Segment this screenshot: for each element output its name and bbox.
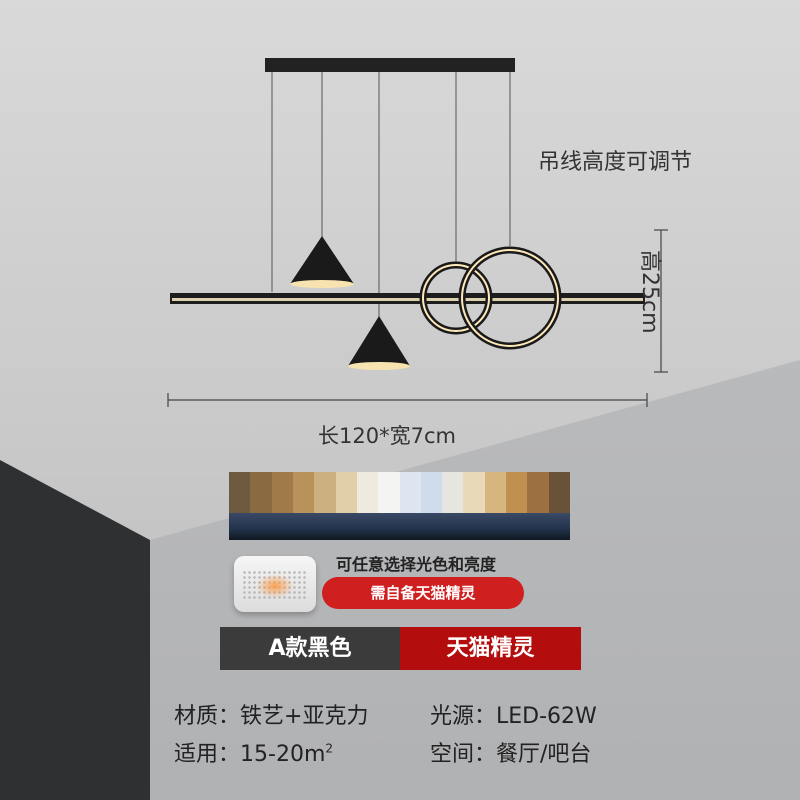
spec-area-label: 适用： xyxy=(174,742,241,767)
spectrum-swatch xyxy=(442,472,464,513)
spectrum-swatch xyxy=(229,472,251,513)
dark-wall-left xyxy=(0,460,150,800)
height-dimension-label: 高25cm xyxy=(637,250,662,334)
size-dimension-label: 长120*宽7cm xyxy=(318,424,456,448)
requirement-badge: 需自备天猫精灵 xyxy=(322,577,524,609)
spectrum-swatch xyxy=(548,472,570,513)
option-tab-tmall-genie[interactable]: 天猫精灵 xyxy=(400,627,581,670)
spectrum-swatch xyxy=(271,472,293,513)
spectrum-swatch xyxy=(314,472,336,513)
spectrum-swatch xyxy=(292,472,315,513)
color-spectrum-image xyxy=(229,472,570,540)
speaker-glow xyxy=(256,574,294,598)
spec-area-value: 15-20m xyxy=(240,742,326,767)
spectrum-swatch xyxy=(356,472,379,513)
height-adjustable-note: 吊线高度可调节 xyxy=(538,150,693,175)
ceiling-canopy xyxy=(265,58,515,72)
ring-light-icon xyxy=(458,246,562,350)
spectrum-swatch xyxy=(378,472,400,513)
smart-speaker-icon xyxy=(234,556,316,612)
light-select-caption: 可任意选择光色和亮度 xyxy=(336,555,497,574)
spectrum-swatch xyxy=(399,472,421,513)
spectrum-swatch xyxy=(250,472,272,513)
spec-material-value: 铁艺+亚克力 xyxy=(240,704,369,729)
color-temperature-strip xyxy=(229,472,570,513)
spec-material-label: 材质： xyxy=(174,704,241,729)
spectrum-swatch xyxy=(420,472,443,513)
spectrum-swatch xyxy=(527,472,549,513)
ring-light-icon xyxy=(419,261,493,335)
height-dimension-line xyxy=(654,229,668,373)
spectrum-swatch xyxy=(484,472,507,513)
light-bar-glow xyxy=(172,298,643,301)
spec-space-label: 空间： xyxy=(430,742,497,767)
spec-source-value: LED-62W xyxy=(496,704,597,729)
option-tab-black[interactable]: A款黑色 xyxy=(220,627,400,670)
width-dimension-line xyxy=(167,393,648,407)
spec-space-value: 餐厅/吧台 xyxy=(496,742,592,767)
spec-material: 材质：铁艺+亚克力 xyxy=(174,698,368,730)
spec-source-label: 光源： xyxy=(430,704,497,729)
spectrum-swatch xyxy=(463,472,485,513)
spectrum-swatch xyxy=(506,472,528,513)
spec-area: 适用：15-20m2 xyxy=(174,736,333,768)
spectrum-swatch xyxy=(335,472,357,513)
lake-scene xyxy=(229,512,570,540)
spec-space: 空间：餐厅/吧台 xyxy=(430,736,591,768)
spec-area-unit-sup: 2 xyxy=(325,741,334,756)
cone-shade-icon xyxy=(290,236,354,288)
spec-light-source: 光源：LED-62W xyxy=(430,698,597,730)
cone-shade-icon xyxy=(348,316,410,370)
